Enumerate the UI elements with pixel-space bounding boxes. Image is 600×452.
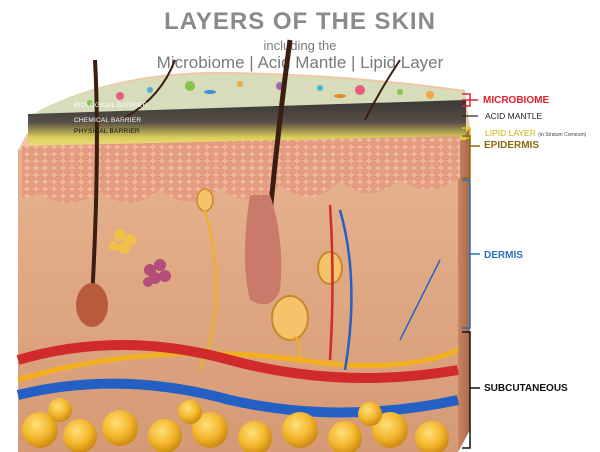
pacinian-corpuscle-2 xyxy=(317,251,343,285)
lipid-layer-text: LIPID LAYER xyxy=(485,128,536,138)
lipid-layer-note: (in Stratum Corneum) xyxy=(538,132,587,138)
subtitle-line-2: Microbiome | Acid Mantle | Lipid Layer xyxy=(156,53,444,72)
subcutaneous-bracket xyxy=(462,331,471,449)
side-face xyxy=(458,128,470,452)
sebaceous-gland xyxy=(109,229,136,254)
page-title: LAYERS OF THE SKIN xyxy=(164,8,436,35)
dermis-label: DERMIS xyxy=(484,250,523,261)
capillary-blue xyxy=(338,209,353,371)
sweat-gland xyxy=(143,259,171,287)
epidermis-cells xyxy=(22,136,460,203)
microbes xyxy=(87,81,434,106)
barrier-band xyxy=(28,100,466,150)
hair-shaft-4 xyxy=(364,59,401,121)
acid-mantle-label: ACID MANTLE xyxy=(485,111,543,121)
pacinian-corpuscle-1 xyxy=(271,295,309,341)
lipid-bracket xyxy=(462,127,471,139)
meissner-corpuscle xyxy=(196,188,214,212)
subtitle-line-1: including the xyxy=(263,38,337,53)
biological-barrier-label: BIOLOGICAL BARRIER xyxy=(74,102,148,109)
fat-cells xyxy=(22,398,449,452)
nerve-1 xyxy=(17,347,459,383)
chemical-barrier-label: CHEMICAL BARRIER xyxy=(74,117,142,124)
vein xyxy=(16,378,460,418)
microbiome-label: MICROBIOME xyxy=(483,95,550,106)
epidermis-label: EPIDERMIS xyxy=(484,140,540,151)
vessel-right xyxy=(399,259,441,341)
physical-barrier-label: PHYSICAL BARRIER xyxy=(74,128,140,135)
capillary-red xyxy=(328,204,334,361)
nerve-3 xyxy=(291,336,301,361)
subcutaneous-label: SUBCUTANEOUS xyxy=(484,383,568,394)
hair-shaft-1 xyxy=(90,59,99,301)
microbiome-bracket xyxy=(462,93,471,107)
hair-follicle xyxy=(245,195,282,305)
hair-shaft-3 xyxy=(119,59,176,121)
epidermis-bracket xyxy=(462,135,471,179)
hair-bulb-1 xyxy=(76,283,108,327)
artery xyxy=(16,340,459,383)
lipid-layer-label: LIPID LAYER (in Stratum Corneum) xyxy=(485,128,586,138)
